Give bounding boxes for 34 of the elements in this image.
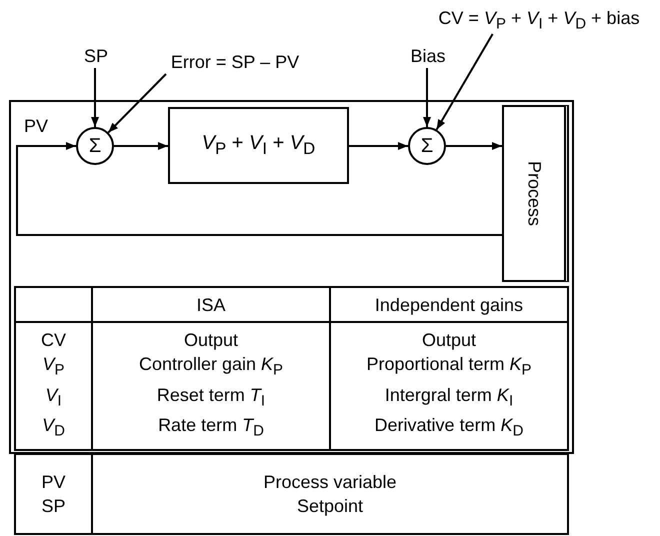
arrow: [446, 142, 502, 150]
row-symbol: SP: [40, 495, 66, 518]
row-symbol: V$_{P}$: [41, 353, 66, 381]
label-text: Error = SP – PV: [160, 50, 310, 74]
table-text: Controller gain K$_{P}$: [138, 353, 284, 381]
arrow: [436, 34, 494, 130]
row-symbol: V$_{D}$: [41, 414, 66, 442]
table-text: Proportional term K$_{P}$: [365, 353, 533, 381]
row-symbol: V$_{I}$: [44, 384, 63, 412]
table-text: Reset term T$_{I}$: [156, 384, 266, 412]
table-text: Derivative term K$_{D}$: [374, 414, 524, 442]
label-text: SP: [80, 44, 112, 68]
arrow: [108, 73, 167, 134]
table-text: Intergral term K$_{I}$: [384, 384, 514, 412]
label-text: CV = V$_{P}$ + V$_{I}$ + V$_{D}$ + bias: [423, 6, 655, 34]
table-text: Process variable: [262, 471, 398, 494]
table-text: Output: [182, 329, 240, 352]
row-symbol: PV: [40, 471, 66, 494]
arrow: [91, 68, 99, 127]
arrow: [349, 142, 408, 150]
summing-junction: Σ: [408, 127, 446, 165]
table-text: Output: [420, 329, 478, 352]
row-symbol: CV: [40, 329, 67, 352]
arrow: [16, 142, 502, 236]
column-header: ISA: [195, 294, 226, 316]
summing-junction: Σ: [76, 127, 114, 165]
label-text: Bias: [405, 44, 451, 68]
table-text: Rate term T$_{D}$: [157, 414, 265, 442]
process-box: Process: [502, 105, 569, 282]
arrow: [114, 142, 168, 150]
controller-block: V$_{P}$ + V$_{I}$ + V$_{D}$: [168, 107, 349, 184]
table-text: Setpoint: [296, 495, 364, 518]
arrow: [423, 68, 431, 127]
column-header: Independent gains: [374, 294, 524, 316]
